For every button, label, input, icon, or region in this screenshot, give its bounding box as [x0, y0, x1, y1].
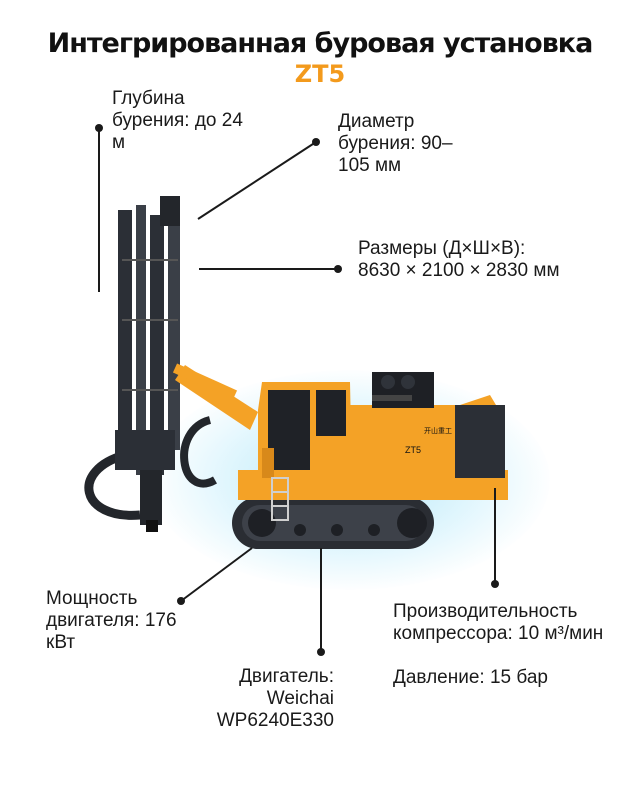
- spec-depth: Глубина бурения: до 24 м: [112, 88, 243, 153]
- engine-model-line2: WP6240E330: [216, 710, 334, 731]
- spec-diameter: Диаметр бурения: 90–105 мм: [338, 111, 453, 176]
- callout-depth: [95, 124, 103, 292]
- callout-dimensions: [199, 265, 342, 273]
- spec-dimensions: Размеры (Д×Ш×В): 8630 × 2100 × 2830 мм: [358, 238, 560, 281]
- body-text: 开山重工: [424, 426, 452, 435]
- spec-engine: Двигатель: Weichai WP6240E330: [172, 666, 334, 732]
- callout-power: [177, 547, 253, 605]
- callout-engine: [317, 548, 325, 656]
- spec-compressor: Производительность компрессора: 10 м³/ми…: [393, 601, 604, 644]
- cab-plate: ZT5: [405, 445, 421, 455]
- engine-model-line1: Weichai: [266, 688, 334, 709]
- callout-compressor: [491, 488, 499, 588]
- callout-diameter: [197, 138, 320, 220]
- model-name: ZT5: [294, 60, 346, 88]
- spec-power: Мощность двигателя: 176 кВт: [46, 588, 177, 653]
- engine-label: Двигатель:: [239, 666, 334, 687]
- page-title: Интегрированная буровая установка: [47, 28, 594, 59]
- spec-pressure: Давление: 15 бар: [393, 667, 548, 688]
